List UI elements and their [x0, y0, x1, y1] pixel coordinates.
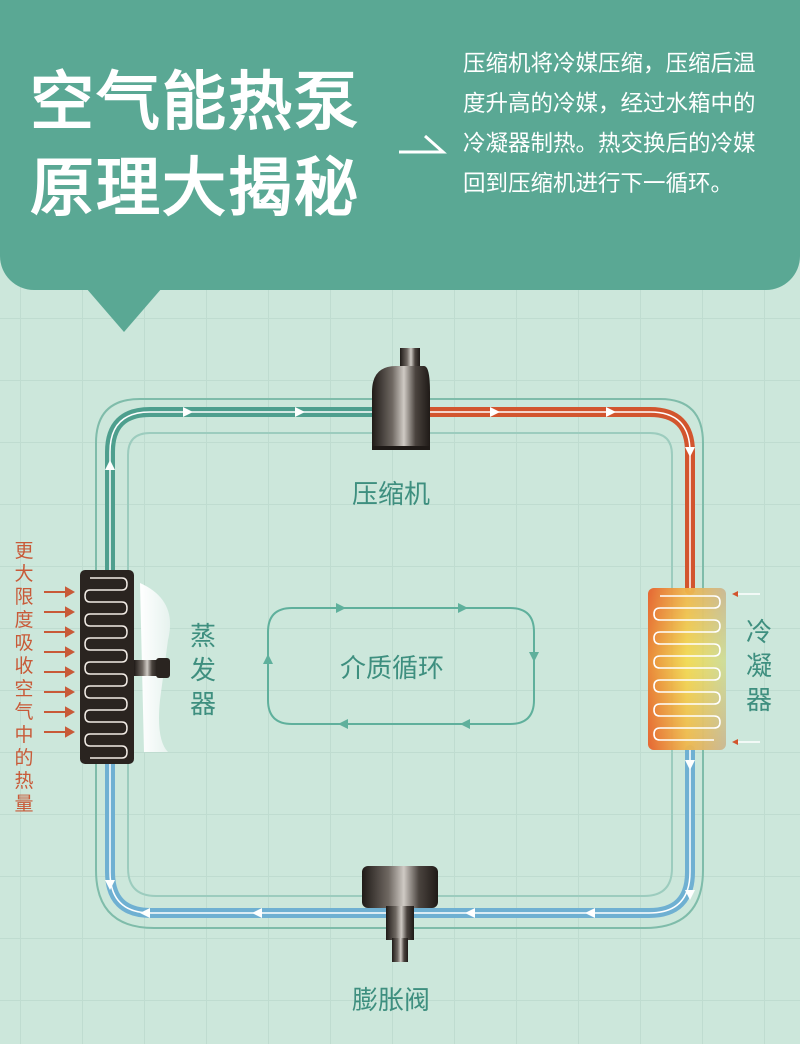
expansion-valve-icon [362, 866, 438, 962]
evaporator-icon [80, 570, 171, 764]
pipe-cold-after-condenser [395, 745, 695, 918]
flow-arrow-icon [490, 407, 500, 417]
flow-arrow-icon [685, 760, 695, 770]
cycle-arrow-icon [263, 654, 273, 664]
center-cycle-label: 介质循环 [340, 654, 445, 684]
header-description: 压缩机将冷媒压缩，压缩后温度升高的冷媒，经过水箱中的冷凝器制热。热交换后的冷媒回… [463, 51, 756, 197]
compressor-icon [372, 348, 430, 450]
flow-arrow-icon [465, 908, 475, 918]
title-line-1: 空气能热泵 [30, 66, 360, 140]
title-line-2: 原理大揭秘 [30, 152, 360, 226]
compressor-label: 压缩机 [352, 480, 431, 510]
flow-arrow-icon [183, 407, 193, 417]
condenser-label: 冷凝器 [745, 618, 772, 716]
page-title: 空气能热泵 原理大揭秘 [30, 60, 400, 232]
flow-arrow-icon [606, 407, 616, 417]
cycle-arrow-icon [529, 652, 539, 662]
flow-arrow-icon [252, 908, 262, 918]
flow-arrow-icon [585, 908, 595, 918]
center-cycle-arrows [263, 603, 539, 729]
expansion-valve-label: 膨胀阀 [352, 986, 431, 1016]
cycle-arrow-icon [458, 603, 468, 613]
flow-arrows [105, 407, 695, 918]
cycle-arrow-icon [336, 603, 346, 613]
pipe-cold-to-evaporator [105, 755, 405, 918]
flow-arrow-icon [295, 407, 305, 417]
header-panel: 空气能热泵 原理大揭秘 压缩机将冷媒压缩，压缩后温度升高的冷媒，经过水箱中的冷凝… [0, 0, 800, 290]
flow-arrow-icon [140, 908, 150, 918]
heat-input-arrows [44, 586, 76, 738]
evaporator-label: 蒸发器 [189, 622, 216, 720]
flow-arrow-icon [685, 447, 695, 457]
flow-arrow-icon [105, 880, 115, 890]
pointer-arrow-icon [399, 134, 447, 154]
pipe-hot-discharge [395, 407, 695, 595]
heat-absorption-note: 更大限度吸收空气中的热量 [14, 540, 34, 815]
center-cycle-loop [267, 607, 535, 725]
cycle-arrow-icon [338, 719, 348, 729]
header-speech-tail [86, 288, 162, 332]
cycle-arrow-icon [460, 719, 470, 729]
flow-arrow-icon [685, 890, 695, 900]
flow-arrow-icon [105, 460, 115, 470]
condenser-icon [648, 588, 760, 750]
